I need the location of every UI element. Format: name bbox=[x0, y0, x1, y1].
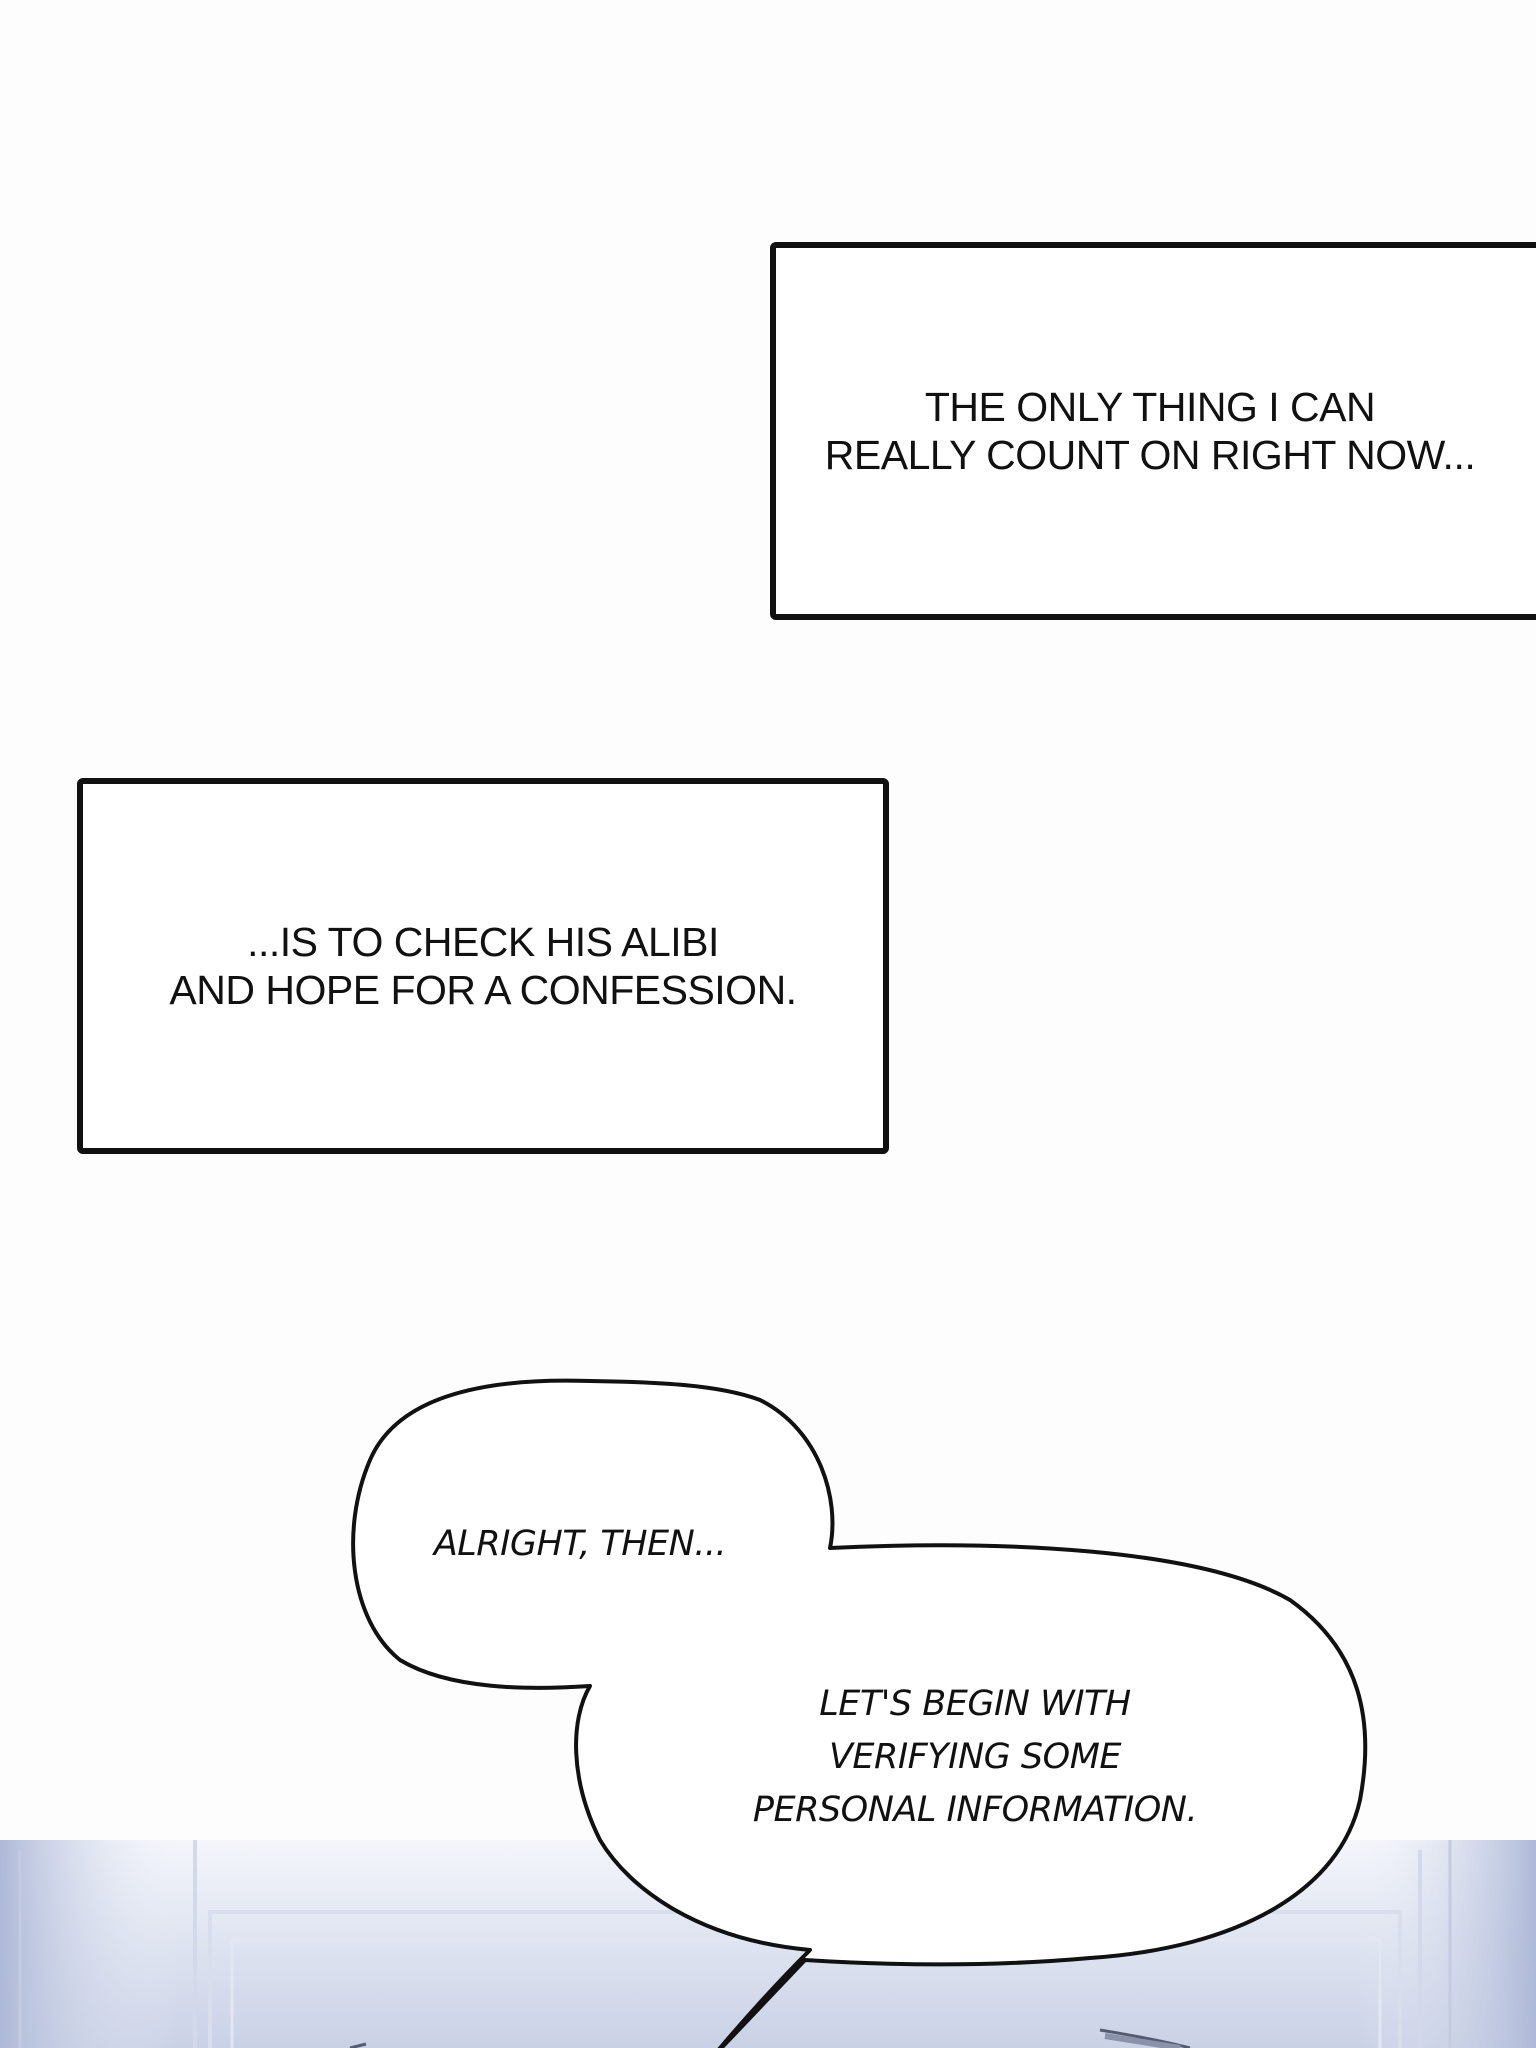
narration-box-1-line-1: THE ONLY THING I CAN bbox=[924, 384, 1376, 430]
narration-box-1: THE ONLY THING I CAN REALLY COUNT ON RIG… bbox=[770, 242, 1536, 620]
speech-line: ALRIGHT, THEN... bbox=[433, 1524, 727, 1564]
speech-line: VERIFYING SOME bbox=[828, 1737, 1122, 1777]
narration-box-2-line-2: AND HOPE FOR A CONFESSION. bbox=[169, 967, 797, 1013]
speech-line: PERSONAL INFORMATION. bbox=[752, 1790, 1198, 1830]
narration-box-2: ...IS TO CHECK HIS ALIBI AND HOPE FOR A … bbox=[77, 778, 889, 1154]
narration-box-1-line-2: REALLY COUNT ON RIGHT NOW... bbox=[824, 432, 1476, 478]
speech-line: LET'S BEGIN WITH bbox=[819, 1684, 1131, 1724]
narration-box-2-line-1: ...IS TO CHECK HIS ALIBI bbox=[247, 919, 719, 965]
speech-bubble-outline bbox=[351, 1378, 1368, 2048]
speech-bubble-text-top: ALRIGHT, THEN... bbox=[380, 1518, 780, 1571]
speech-bubble-text-bottom: LET'S BEGIN WITH VERIFYING SOME PERSONAL… bbox=[690, 1678, 1260, 1837]
